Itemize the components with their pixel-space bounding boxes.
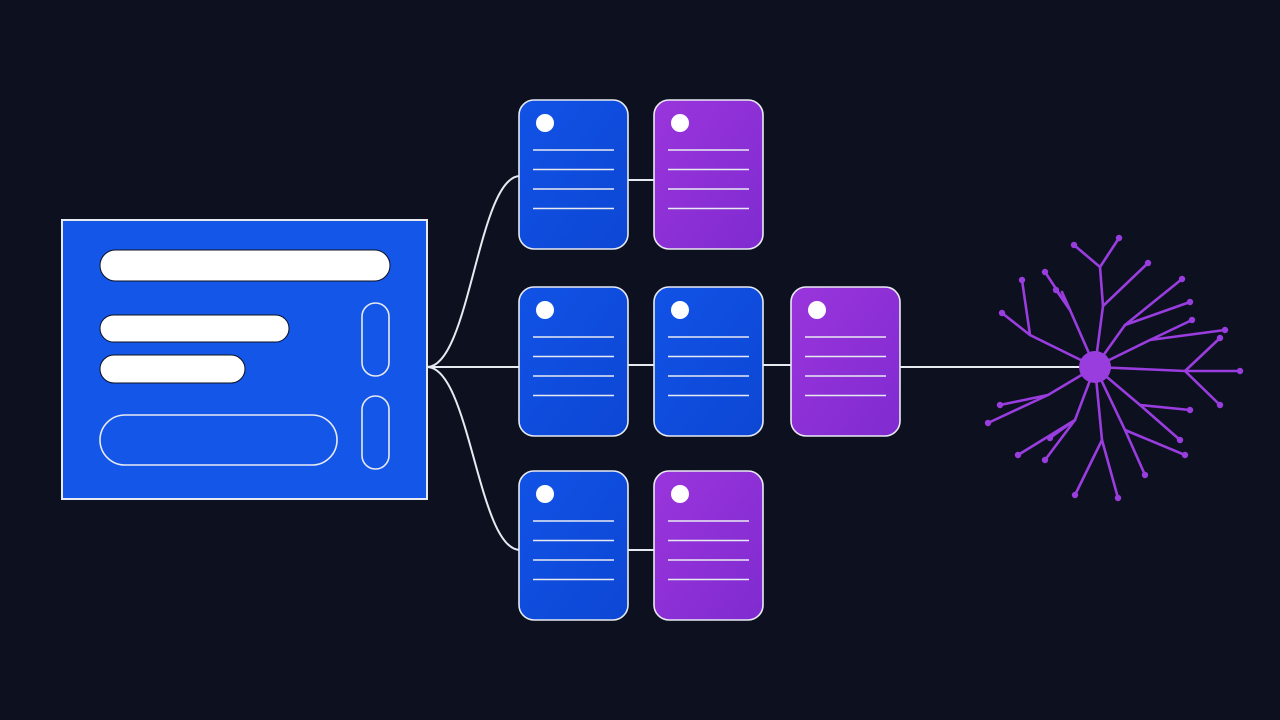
card-dot [536, 114, 554, 132]
neuron-tip-4 [1178, 275, 1186, 283]
neuron-tip-21 [996, 401, 1004, 409]
neuron-branch-21 [998, 393, 1050, 407]
card-blue-r3-c1 [518, 470, 629, 621]
neuron-branch-8 [1093, 365, 1242, 373]
neuron-branch-26 [1060, 290, 1072, 312]
card-dot [671, 485, 689, 503]
neuron-branch-5 [1123, 300, 1192, 327]
neuron-icon [984, 234, 1244, 502]
form-pill-input [99, 414, 338, 466]
connectors [426, 175, 1095, 551]
neuron-branch-12 [1138, 403, 1182, 442]
neuron-branch-7 [1148, 318, 1194, 342]
neuron-nucleus [1079, 351, 1111, 383]
card-dot [808, 301, 826, 319]
neuron-tip-7 [1188, 316, 1196, 324]
form-panel [61, 219, 428, 500]
card-background [518, 470, 629, 621]
neuron-branch-1 [1072, 243, 1105, 369]
card-dot [671, 301, 689, 319]
neuron-branch-20 [986, 365, 1097, 425]
neuron-tip-5 [1186, 298, 1194, 306]
neuron-branch-23 [1020, 278, 1032, 337]
connector-bottom [426, 366, 521, 551]
card-background [653, 99, 764, 250]
neuron-tip-9 [1216, 401, 1224, 409]
neuron-tip-17 [1041, 456, 1049, 464]
neuron-tip-14 [1181, 451, 1189, 459]
card-background [518, 99, 629, 250]
card-background [653, 470, 764, 621]
neuron-branch-24 [1043, 270, 1097, 369]
neuron-branch-9 [1183, 369, 1222, 407]
neuron-tip-2 [1115, 234, 1123, 242]
card-dot [536, 485, 554, 503]
form-side-toggle-1 [361, 302, 390, 377]
neuron-branch-4 [1093, 277, 1184, 369]
neuron-tip-11 [1186, 406, 1194, 414]
neuron-branch-3 [1101, 261, 1150, 308]
neuron-tip-1 [1070, 241, 1078, 249]
neuron-tip-22 [998, 309, 1006, 317]
neuron-tip-19 [1046, 434, 1054, 442]
neuron-tip-8 [1236, 367, 1244, 375]
neuron-branch-19 [1048, 418, 1077, 440]
neuron-tip-18 [1014, 451, 1022, 459]
card-purple-r3-c2 [653, 470, 764, 621]
neuron-tip-6 [1221, 326, 1229, 334]
card-blue-r2-c2 [653, 286, 764, 437]
document-cards [518, 99, 901, 621]
card-blue-r2-c1 [518, 286, 629, 437]
connector-top [426, 175, 521, 368]
neuron-branch-14 [1123, 428, 1187, 457]
neuron-branch-13 [1093, 365, 1147, 477]
neuron-tip-3 [1144, 259, 1152, 267]
neuron-branch-16 [1100, 438, 1120, 500]
neuron-tip-10 [1216, 334, 1224, 342]
neuron-tip-23 [1018, 276, 1026, 284]
card-background [653, 286, 764, 437]
neuron-tip-25 [1052, 286, 1060, 294]
neuron-tip-16 [1114, 494, 1122, 502]
card-purple-r2-c3 [790, 286, 901, 437]
neuron-branch-22 [1000, 311, 1097, 369]
neuron-branch-10 [1183, 336, 1222, 373]
card-blue-r1-c1 [518, 99, 629, 250]
card-background [790, 286, 901, 437]
neuron-branch-2 [1098, 236, 1121, 269]
neuron-tip-12 [1176, 436, 1184, 444]
form-text-bar-2 [99, 314, 290, 343]
neuron-tip-24 [1041, 268, 1049, 276]
form-text-bar-3 [99, 354, 246, 384]
card-background [518, 286, 629, 437]
form-side-toggle-2 [361, 395, 390, 470]
card-dot [671, 114, 689, 132]
neuron-tip-20 [984, 419, 992, 427]
card-purple-r1-c2 [653, 99, 764, 250]
neuron-tip-13 [1141, 471, 1149, 479]
card-dot [536, 301, 554, 319]
form-text-bar-1 [99, 249, 391, 282]
neuron-tip-15 [1071, 491, 1079, 499]
